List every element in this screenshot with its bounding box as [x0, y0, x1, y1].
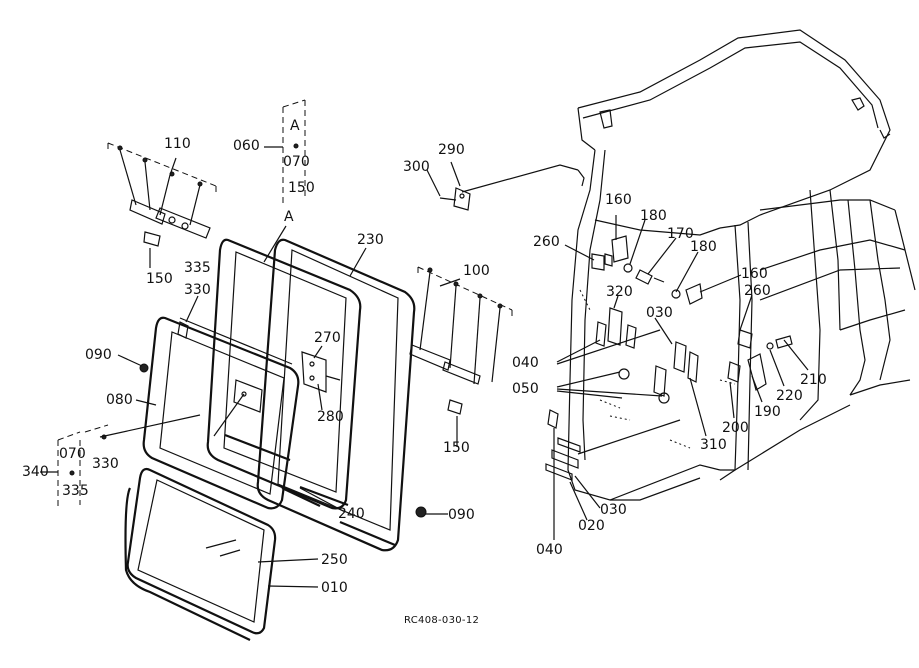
- hinge-110: [107, 142, 217, 247]
- drawing-code: RC408-030-12: [404, 615, 480, 626]
- callout-100: 100: [463, 263, 490, 279]
- callout-310: 310: [700, 437, 727, 453]
- callout-335: 335: [62, 483, 89, 499]
- callout-340: 340: [22, 464, 49, 480]
- leader-lines: [99, 157, 809, 588]
- callout-210: 210: [800, 372, 827, 388]
- callout-020: 020: [578, 518, 605, 534]
- callout-080: 080: [106, 392, 133, 408]
- callout-150: 150: [443, 440, 470, 456]
- callout-330: 330: [184, 282, 211, 298]
- callout-330: 330: [92, 456, 119, 472]
- callout-150: 150: [146, 271, 173, 287]
- callout-280: 280: [317, 409, 344, 425]
- hinge-100: [409, 266, 513, 415]
- callout-060: 060: [233, 138, 260, 154]
- callout-050: 050: [512, 381, 539, 397]
- door-frames: [124, 238, 427, 641]
- callout-180: 180: [690, 239, 717, 255]
- cab-body: [567, 29, 916, 501]
- callout-170: 170: [667, 226, 694, 242]
- callout-250: 250: [321, 552, 348, 568]
- callout-180: 180: [640, 208, 667, 224]
- callout-110: 110: [164, 136, 191, 152]
- callout-270: 270: [314, 330, 341, 346]
- callout-230: 230: [357, 232, 384, 248]
- callout-260: 260: [533, 234, 560, 250]
- callout-240: 240: [338, 506, 365, 522]
- callout-A-pointer: A: [284, 209, 294, 225]
- callout-070: 070: [283, 154, 310, 170]
- callout-150: 150: [288, 180, 315, 196]
- callout-160: 160: [741, 266, 768, 282]
- callout-010: 010: [321, 580, 348, 596]
- callout-040: 040: [512, 355, 539, 371]
- callout-300: 300: [403, 159, 430, 175]
- callout-200: 200: [722, 420, 749, 436]
- callout-335: 335: [184, 260, 211, 276]
- callout-090: 090: [85, 347, 112, 363]
- callout-070: 070: [59, 446, 86, 462]
- callout-290: 290: [438, 142, 465, 158]
- callout-040: 040: [536, 542, 563, 558]
- callout-090: 090: [448, 507, 475, 523]
- cab-fittings: [439, 164, 793, 540]
- callout-260: 260: [744, 283, 771, 299]
- group-A-bracket: [264, 99, 306, 205]
- callout-160: 160: [605, 192, 632, 208]
- callout-220: 220: [776, 388, 803, 404]
- callout-320: 320: [606, 284, 633, 300]
- callout-030: 030: [646, 305, 673, 321]
- callout-A-group: A: [290, 118, 300, 134]
- callout-030: 030: [600, 502, 627, 518]
- callout-190: 190: [754, 404, 781, 420]
